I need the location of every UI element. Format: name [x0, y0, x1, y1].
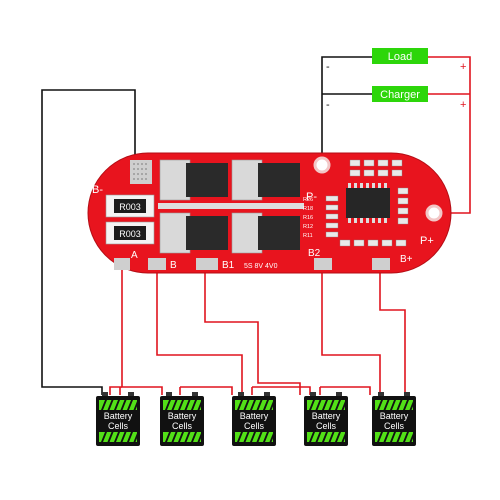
charger-label: Charger [380, 89, 420, 101]
charger-terminal: Charger - + [326, 86, 466, 111]
svg-text:R003: R003 [119, 202, 141, 212]
wire-b [156, 268, 243, 395]
wires [41, 56, 471, 395]
bottom-pads [114, 258, 390, 270]
wire-bminus [41, 89, 136, 395]
board-bottom-label: 5S 8V 4V0 [244, 263, 278, 270]
r-label-3: R16 [303, 215, 313, 221]
battery-label-line2: Cells [384, 421, 405, 431]
r-label-4: R12 [303, 224, 313, 230]
wire-a [121, 268, 163, 395]
resistor-1: R003 [105, 194, 155, 218]
wire-link-6 [320, 386, 371, 395]
wire-link-2 [180, 386, 233, 395]
wire-pplus [428, 56, 471, 214]
wire-bplus [379, 268, 406, 395]
pad-b2: B2 [308, 248, 321, 259]
charger-plus: + [460, 99, 466, 111]
ic-chip [346, 183, 390, 223]
load-label: Load [388, 51, 412, 63]
pad-p-minus: P- [306, 191, 317, 203]
small-components [325, 159, 409, 247]
load-minus: - [326, 61, 330, 73]
battery-label-line2: Cells [108, 421, 129, 431]
r-label-1: R26 [303, 197, 313, 203]
pad-b: B [170, 260, 177, 271]
load-terminal: Load - + [326, 48, 466, 73]
battery-label-line2: Cells [244, 421, 265, 431]
wire-b2 [321, 268, 381, 395]
pad-b-minus: B- [92, 184, 103, 196]
r-label-2: R18 [303, 206, 313, 212]
battery-label-line1: Battery [168, 411, 197, 421]
resistor-2: R003 [105, 221, 155, 245]
charger-minus: - [326, 99, 330, 111]
wire-b1 [204, 268, 301, 395]
pcb-board: R003 R003 [87, 152, 452, 274]
battery-label-line1: Battery [380, 411, 409, 421]
wire-link-4 [252, 386, 311, 395]
battery-label-line1: Battery [312, 411, 341, 421]
mosfet-group [158, 159, 304, 254]
pad-b1: B1 [222, 260, 235, 271]
wire-a2 [109, 386, 122, 395]
svg-text:R003: R003 [119, 229, 141, 239]
pad-p-plus: P+ [420, 235, 434, 247]
pad-b-plus: B+ [400, 254, 413, 265]
battery-label-line1: Battery [240, 411, 269, 421]
battery-label-line2: Cells [172, 421, 193, 431]
r-label-5: R11 [303, 233, 313, 239]
wire-pminus [321, 56, 372, 165]
battery-label-line1: Battery [104, 411, 133, 421]
battery-cells: BatteryCellsBatteryCellsBatteryCellsBatt… [96, 392, 416, 446]
battery-label-line2: Cells [316, 421, 337, 431]
pad-a: A [131, 250, 138, 261]
load-plus: + [460, 61, 466, 73]
